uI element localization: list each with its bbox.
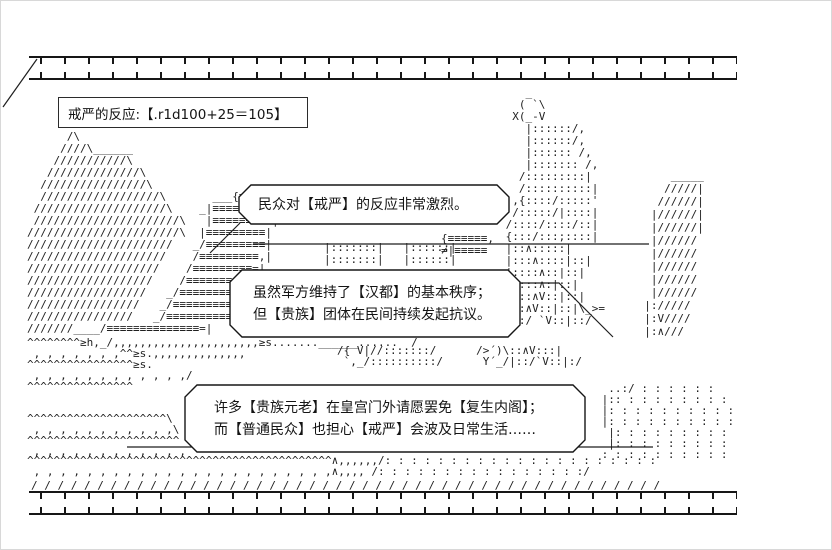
wall-blocks-art: {≡≡≡≡≡≡, ≠|≡≡≡≡≡	[441, 232, 494, 257]
bottom-border-ladder	[29, 491, 737, 515]
dice-roll-box: 戒严的反应:【.r1d100+25＝105】	[58, 97, 308, 128]
speech-bubble-3-outline	[184, 384, 586, 453]
speech-bubble-3: 许多【贵族元老】在皇宫门外请愿罢免【复生内阁】； 而【普通民众】也担心【戒严】会…	[184, 384, 586, 453]
lower-left-ground-art: ^^^^^^^^^^^^^^^^^^^^^\ , , , , , , , , ,…	[27, 412, 186, 458]
speech-bubble-2-outline	[229, 269, 521, 338]
speech-bubble-3-text: 许多【贵族元老】在皇宫门外请愿罢免【复生内阁】； 而【普通民众】也担心【戒严】会…	[184, 384, 586, 453]
bottom-ground-art: ^^^^^^^^^^^^^^^^^^^^^^^^^^^^^^^^^^^^^^^^…	[27, 454, 657, 478]
dialogue-line: 民众对【戒严】的反应非常激烈。	[258, 196, 468, 213]
right-mountain-art: _____ /////| //////| |//////| |//////| |…	[644, 169, 704, 338]
top-border-ladder	[29, 56, 737, 80]
city-blocks-art: |:::::::| |::::::| |:::::::| |::::::|	[324, 241, 457, 266]
ground-figures-art: /{ V|//:::::::/ />´)\::∧V:::| `,_/::::::…	[337, 344, 583, 368]
dialogue-line: 虽然军方维持了【汉都】的基本秩序；	[253, 284, 491, 301]
speech-bubble-1-outline	[238, 184, 510, 225]
dialogue-line: 许多【贵族元老】在皇宫门外请愿罢免【复生内阁】；	[214, 399, 543, 416]
dialogue-line: 而【普通民众】也担心【戒严】会波及日常生活……	[214, 421, 536, 438]
dice-roll-text: 戒严的反应:【.r1d100+25＝105】	[68, 106, 288, 123]
speech-bubble-1: 民众对【戒严】的反应非常激烈。	[238, 184, 510, 225]
speech-bubble-2-text: 虽然军方维持了【汉都】的基本秩序； 但【贵族】团体在民间持续发起抗议。	[229, 269, 521, 338]
dialogue-line: 但【贵族】团体在民间持续发起抗议。	[253, 306, 491, 323]
tick-row-art: / / / / / / / / / / / / / / / / / / / / …	[31, 479, 661, 492]
speech-bubble-1-text: 民众对【戒严】的反应非常激烈。	[238, 184, 510, 225]
speech-bubble-2: 虽然军方维持了【汉都】的基本秩序； 但【贵族】团体在民间持续发起抗议。	[229, 269, 521, 338]
right-dots-art: ..:/ : : : : : : |:: : : : : : : : : |: …	[601, 382, 735, 461]
